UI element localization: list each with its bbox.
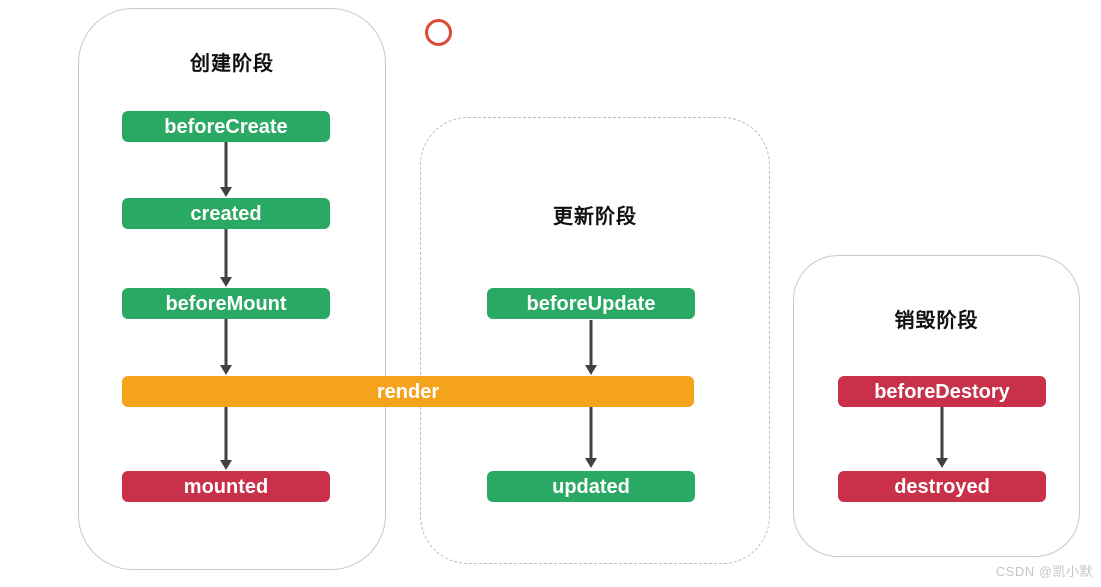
node-beforeDestory: beforeDestory: [838, 376, 1046, 407]
watermark: CSDN @凯小默: [995, 564, 1093, 579]
arrow-beforeUpdate-to-render: [585, 320, 597, 375]
node-updated: updated: [487, 471, 695, 502]
arrow-render-to-mounted: [220, 407, 232, 470]
arrow-beforeCreate-to-created: [220, 142, 232, 197]
node-created: created: [122, 198, 330, 229]
arrow-created-to-beforeMount: [220, 229, 232, 287]
node-beforeCreate: beforeCreate: [122, 111, 330, 142]
node-render: render: [122, 376, 694, 407]
stage-destruction-title: 销毁阶段: [894, 310, 979, 332]
stage-creation-title: 创建阶段: [190, 53, 274, 75]
node-beforeUpdate: beforeUpdate: [487, 288, 695, 319]
annotation-circle: [425, 19, 452, 46]
node-mounted: mounted: [122, 471, 330, 502]
arrow-render-to-updated: [585, 407, 597, 468]
arrow-beforeDestory-to-destroyed: [936, 407, 948, 468]
node-destroyed: destroyed: [838, 471, 1046, 502]
node-beforeMount: beforeMount: [122, 288, 330, 319]
arrow-beforeMount-to-render: [220, 319, 232, 375]
stage-update-title: 更新阶段: [553, 206, 637, 228]
